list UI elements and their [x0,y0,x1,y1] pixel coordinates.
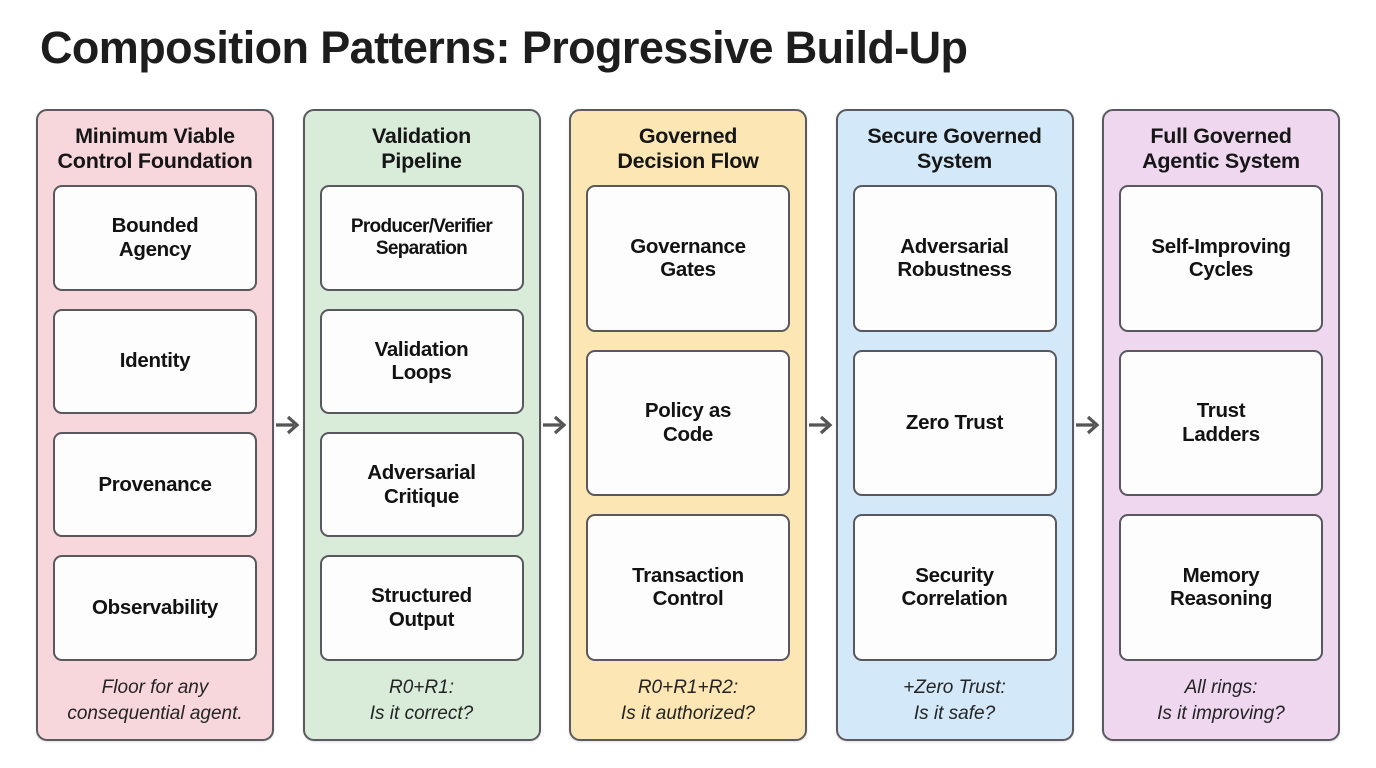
stage-title: Secure Governed System [867,124,1042,174]
card-provenance[interactable]: Provenance [53,431,257,538]
card-self-improving-cycles[interactable]: Self-Improving Cycles [1119,185,1323,332]
stage-minimum-viable-control-foundation[interactable]: Minimum Viable Control Foundation Bounde… [36,109,274,741]
stage-card-list: Bounded Agency Identity Provenance Obser… [53,185,257,661]
stage-title: Minimum Viable Control Foundation [57,124,253,174]
card-observability[interactable]: Observability [53,555,257,661]
card-bounded-agency[interactable]: Bounded Agency [53,185,257,291]
stage-title: Validation Pipeline [371,124,472,174]
card-zero-trust[interactable]: Zero Trust [852,349,1057,497]
arrow-right-icon [807,405,835,445]
card-security-correlation[interactable]: Security Correlation [852,514,1057,661]
stage-validation-pipeline[interactable]: Validation Pipeline Producer/Verifier Se… [302,109,541,741]
card-trust-ladders[interactable]: Trust Ladders [1119,349,1323,497]
arrow-right-icon [274,405,302,445]
card-identity[interactable]: Identity [53,308,257,414]
stage-card-list: Governance Gates Policy as Code Transact… [586,185,790,661]
card-adversarial-critique[interactable]: Adversarial Critique [319,431,524,538]
page-title: Composition Patterns: Progressive Build-… [40,22,968,73]
stage-card-list: Self-Improving Cycles Trust Ladders Memo… [1119,185,1323,661]
stage-footnote: Floor for any consequential agent. [67,676,243,724]
card-validation-loops[interactable]: Validation Loops [319,308,524,414]
card-transaction-control[interactable]: Transaction Control [586,514,790,661]
stage-footnote: R0+R1+R2: Is it authorized? [620,676,756,724]
stage-card-list: Adversarial Robustness Zero Trust Securi… [852,185,1057,661]
stage-secure-governed-system[interactable]: Secure Governed System Adversarial Robus… [835,109,1074,741]
stage-card-list: Producer/Verifier Separation Validation … [319,185,524,661]
card-memory-reasoning[interactable]: Memory Reasoning [1119,514,1323,661]
stage-footnote: R0+R1: Is it correct? [369,676,474,724]
card-adversarial-robustness[interactable]: Adversarial Robustness [852,185,1057,332]
stage-footnote: +Zero Trust: Is it safe? [903,676,1006,724]
stage-footnote: All rings: Is it improving? [1157,676,1285,724]
card-policy-as-code[interactable]: Policy as Code [586,349,790,497]
stage-governed-decision-flow[interactable]: Governed Decision Flow Governance Gates … [569,109,807,741]
stage-full-governed-agentic-system[interactable]: Full Governed Agentic System Self-Improv… [1102,109,1340,741]
progressive-buildup-flow: Minimum Viable Control Foundation Bounde… [36,109,1340,741]
card-producer-verifier-separation[interactable]: Producer/Verifier Separation [319,185,524,291]
card-structured-output[interactable]: Structured Output [319,555,524,661]
stage-title: Full Governed Agentic System [1142,124,1300,174]
stage-title: Governed Decision Flow [617,124,759,174]
arrow-right-icon [541,405,569,445]
arrow-right-icon [1074,405,1102,445]
card-governance-gates[interactable]: Governance Gates [586,185,790,332]
